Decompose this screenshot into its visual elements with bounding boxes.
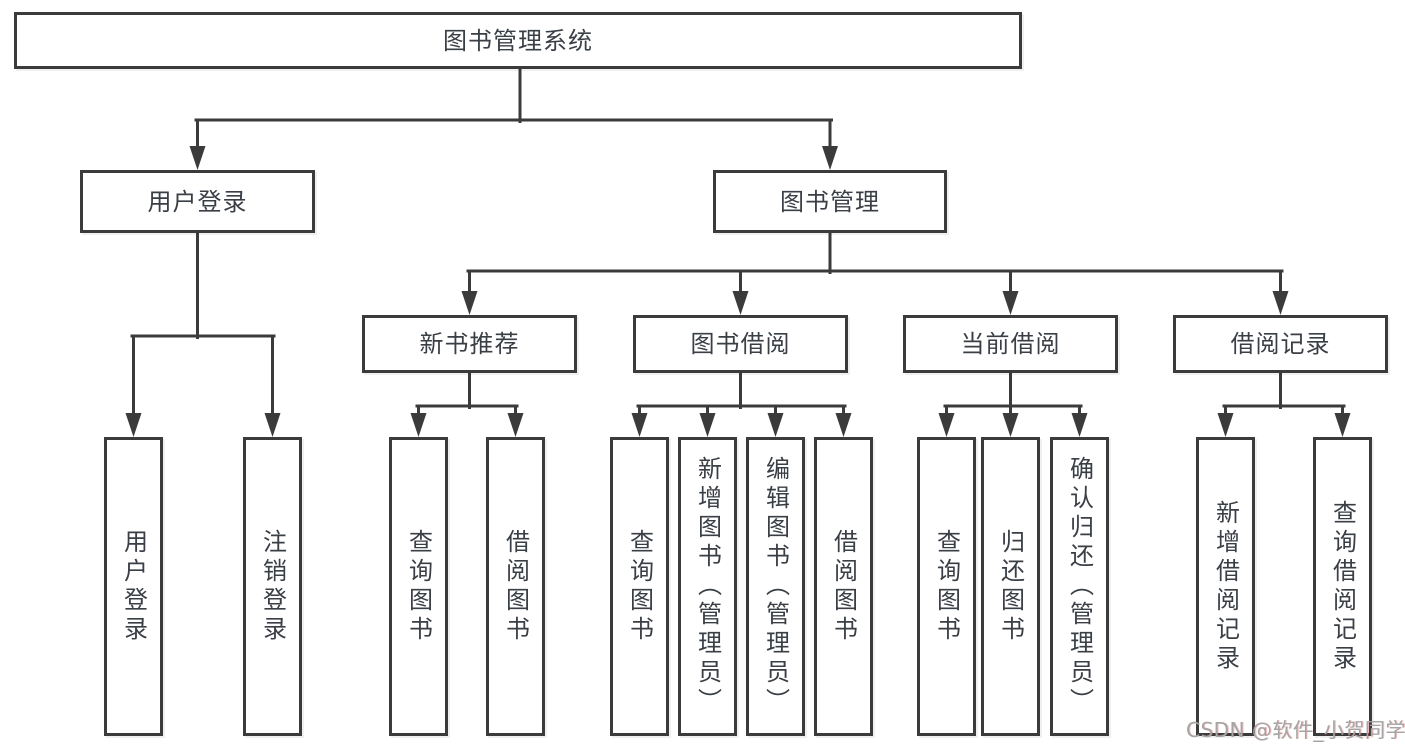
arrowhead-icon (1002, 413, 1019, 437)
leaf-edit-book-admin: 编辑图书（管理员） (746, 437, 805, 736)
arrowhead-icon (732, 291, 749, 315)
arrowhead-icon (822, 146, 838, 170)
arrowhead-icon (767, 413, 784, 437)
arrowhead-icon (264, 413, 281, 437)
arrowhead-icon (507, 413, 524, 437)
node-borrowing-records: 借阅记录 (1173, 315, 1388, 373)
leaf-label: 查询借阅记录 (1328, 499, 1357, 674)
connector-user-login-to-leaves (125, 231, 281, 437)
arrowhead-icon (1217, 413, 1234, 437)
connector-new-book-rec-to-leaves (410, 371, 524, 437)
connector-current-borrow-to-leaves (938, 371, 1088, 437)
leaf-query-book: 查询图书 (389, 437, 448, 736)
node-current-borrowing: 当前借阅 (903, 315, 1118, 373)
node-label: 借阅记录 (1230, 330, 1331, 358)
arrowhead-icon (1334, 413, 1351, 437)
leaf-label: 借阅图书 (501, 528, 530, 645)
leaf-return-book: 归还图书 (981, 437, 1040, 736)
node-book-borrowing: 图书借阅 (633, 315, 848, 373)
leaf-borrow-book: 借阅图书 (814, 437, 873, 736)
leaf-label: 确认归还（管理员） (1065, 456, 1094, 717)
leaf-label: 查询图书 (625, 528, 654, 645)
leaf-add-book-admin: 新增图书（管理员） (678, 437, 737, 736)
arrowhead-icon (631, 413, 648, 437)
arrowhead-icon (1071, 413, 1088, 437)
node-label: 图书借阅 (690, 330, 791, 358)
leaf-label: 归还图书 (996, 528, 1025, 645)
leaf-confirm-return-admin: 确认归还（管理员） (1050, 437, 1109, 736)
leaf-label: 用户登录 (119, 528, 148, 645)
connector-book-mgmt-to-level3 (461, 231, 1289, 315)
leaf-logout: 注销登录 (243, 437, 302, 736)
node-new-book-recommendation: 新书推荐 (362, 315, 577, 373)
leaf-query-borrow-record: 查询借阅记录 (1313, 437, 1372, 736)
leaf-label: 查询图书 (404, 528, 433, 645)
arrowhead-icon (835, 413, 852, 437)
arrowhead-icon (410, 413, 427, 437)
leaf-label: 新增借阅记录 (1211, 499, 1240, 674)
leaf-borrow-book: 借阅图书 (486, 437, 545, 736)
arrowhead-icon (1002, 291, 1019, 315)
arrowhead-icon (938, 413, 955, 437)
arrowhead-icon (699, 413, 716, 437)
connector-root-to-level2 (189, 66, 838, 170)
node-label: 用户登录 (147, 187, 248, 216)
leaf-label: 新增图书（管理员） (693, 456, 722, 717)
leaf-query-book: 查询图书 (610, 437, 669, 736)
node-book-management: 图书管理 (713, 170, 947, 233)
node-label: 新书推荐 (419, 330, 520, 358)
leaf-label: 查询图书 (932, 528, 961, 645)
leaf-label: 注销登录 (258, 528, 287, 645)
connector-book-borrow-to-leaves (631, 371, 852, 437)
leaf-add-borrow-record: 新增借阅记录 (1196, 437, 1255, 736)
leaf-label: 借阅图书 (829, 528, 858, 645)
node-label: 当前借阅 (960, 330, 1061, 358)
arrowhead-icon (125, 413, 142, 437)
arrowhead-icon (1272, 291, 1289, 315)
connector-borrow-records-to-leaves (1217, 371, 1351, 437)
node-label: 图书管理 (780, 187, 880, 216)
arrowhead-icon (189, 146, 206, 170)
node-user-login: 用户登录 (80, 170, 315, 233)
leaf-query-book: 查询图书 (917, 437, 976, 736)
watermark: CSDN @软件_小贺同学 (1186, 718, 1405, 742)
arrowhead-icon (461, 291, 478, 315)
node-root-system: 图书管理系统 (14, 12, 1022, 69)
node-label: 图书管理系统 (443, 26, 593, 55)
leaf-user-login: 用户登录 (104, 437, 163, 736)
leaf-label: 编辑图书（管理员） (761, 456, 790, 717)
